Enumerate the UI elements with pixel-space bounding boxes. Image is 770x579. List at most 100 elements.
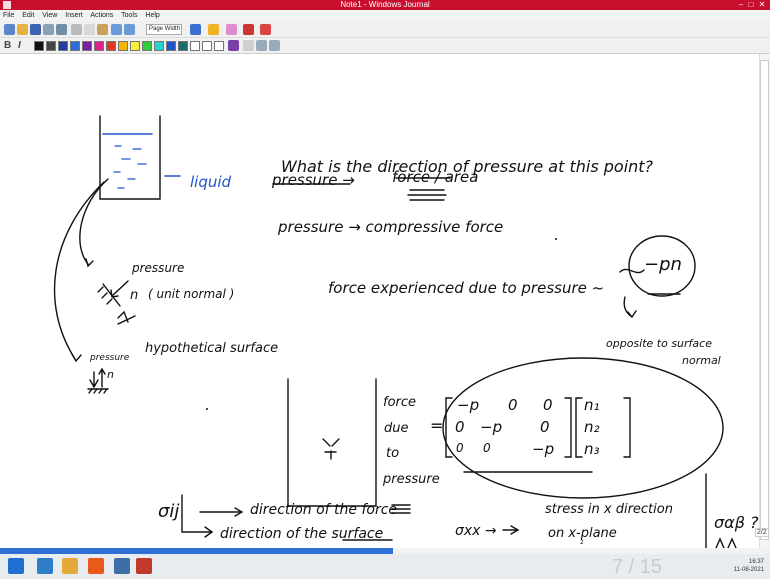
standard-toolbar: Page Width [0, 21, 770, 38]
color-swatch-white-2[interactable] [202, 41, 212, 51]
color-swatch-navy[interactable] [58, 41, 68, 51]
menu-view[interactable]: View [42, 12, 58, 19]
note-canvas[interactable] [0, 54, 770, 548]
bold-button[interactable]: B [4, 40, 12, 51]
cut-icon[interactable] [71, 24, 82, 35]
menu-actions[interactable]: Actions [90, 12, 114, 19]
print-icon[interactable] [43, 24, 54, 35]
arc-to-surface [79, 178, 109, 265]
lecture-progress-bar [0, 548, 393, 554]
menu-tools[interactable]: Tools [121, 12, 138, 19]
slide-counter: 7 / 15 [612, 556, 663, 578]
pn-circle [628, 235, 696, 297]
lasso-select-icon[interactable] [243, 24, 254, 35]
force-due-3: to [386, 446, 400, 461]
color-swatch-blue[interactable] [70, 41, 80, 51]
matrix-cell: 0 [540, 418, 550, 436]
color-swatch-cyan[interactable] [154, 41, 164, 51]
menu-help[interactable]: Help [145, 12, 160, 19]
sigma-ij-label: σij [158, 501, 180, 522]
zoom-out-icon[interactable] [269, 40, 280, 51]
opposite-text-1: opposite to surface [606, 337, 712, 350]
menu-insert[interactable]: Insert [65, 12, 83, 19]
color-swatch-white-1[interactable] [190, 41, 200, 51]
start-icon[interactable] [8, 558, 24, 574]
color-swatch-orange[interactable] [118, 41, 128, 51]
color-swatch-purple[interactable] [82, 41, 92, 51]
color-swatch-green[interactable] [142, 41, 152, 51]
clock-date: 11-08-2021 [733, 567, 764, 573]
unit-normal-label: ( unit normal ) [148, 287, 235, 301]
color-swatch-pink[interactable] [94, 41, 104, 51]
media-player-icon[interactable] [88, 558, 104, 574]
zoom-select[interactable]: Page Width [146, 24, 182, 35]
italic-button[interactable]: I [18, 40, 21, 51]
stress-text-1: stress in x direction [545, 502, 673, 517]
color-swatch-yellow[interactable] [130, 41, 140, 51]
force-due-2: due [384, 421, 409, 436]
pressure-label-2: pressure [90, 353, 130, 363]
scroll-thumb[interactable] [760, 60, 769, 540]
force-due-4: pressure [383, 472, 440, 487]
close-button[interactable]: ✕ [758, 0, 766, 9]
new-note-icon[interactable] [4, 24, 15, 35]
zoom-in-icon[interactable] [256, 40, 267, 51]
eraser-icon[interactable] [226, 24, 237, 35]
pdf-reader-icon[interactable] [136, 558, 152, 574]
maximize-button[interactable]: □ [748, 0, 754, 9]
insert-space-icon[interactable] [260, 24, 271, 35]
journal-taskbar-icon[interactable] [114, 558, 130, 574]
system-tray: 16:37 11-08-2021 [734, 558, 764, 574]
force-due-1: force [383, 395, 417, 410]
beaker-outline [99, 115, 161, 200]
select-tool-icon[interactable] [243, 40, 254, 51]
undo-icon[interactable] [111, 24, 122, 35]
minimize-button[interactable]: – [738, 0, 744, 9]
color-swatch-gray[interactable] [46, 41, 56, 51]
save-icon[interactable] [30, 24, 41, 35]
highlighter-icon[interactable] [208, 24, 219, 35]
redo-icon[interactable] [124, 24, 135, 35]
n-label-2: n [107, 368, 114, 381]
matrix-cell: 0 [508, 396, 518, 414]
open-folder-icon[interactable] [17, 24, 28, 35]
menu-file[interactable]: File [3, 12, 15, 19]
pen-tool-icon[interactable] [190, 24, 201, 35]
search-icon[interactable] [56, 24, 67, 35]
explorer-icon[interactable] [37, 558, 53, 574]
color-swatch-royal[interactable] [166, 41, 176, 51]
pressure-arrow [111, 280, 129, 297]
folder-icon[interactable] [62, 558, 78, 574]
matrix-cell: 0 [455, 418, 465, 436]
matrix-ellipse [442, 357, 724, 499]
page-small-number: 2 [580, 539, 584, 546]
stress-text-2: on x-plane [548, 526, 617, 541]
vector-cell: n₁ [584, 396, 600, 414]
hypothetical-label: hypothetical surface [145, 341, 279, 356]
n-label: n [130, 288, 139, 303]
color-swatch-red[interactable] [106, 41, 116, 51]
container-outline [287, 378, 377, 507]
sigma-xx-label: σxx → [455, 523, 497, 539]
lecture-progress-track [393, 548, 770, 554]
title-bar: Note1 - Windows Journal – □ ✕ [0, 0, 770, 10]
pen-toolbar: B I [0, 38, 770, 54]
clock-time: 16:37 [748, 559, 764, 565]
eq1-right: force / area [392, 168, 479, 186]
question-text: What is the direction of pressure at thi… [281, 157, 654, 176]
handwriting-layer [53, 115, 737, 548]
copy-icon[interactable] [84, 24, 95, 35]
liquid-label: liquid [190, 173, 232, 191]
eq1-left: pressure → [272, 171, 355, 189]
menu-edit[interactable]: Edit [22, 12, 35, 19]
pen-cursor-dots [206, 238, 557, 410]
pressure-label-1: pressure [132, 261, 185, 275]
paste-icon[interactable] [97, 24, 108, 35]
opposite-text-2: normal [682, 354, 721, 367]
arc-to-bottom [53, 181, 105, 360]
color-swatch-teal[interactable] [178, 41, 188, 51]
color-swatch-black[interactable] [34, 41, 44, 51]
color-swatch-white-3[interactable] [214, 41, 224, 51]
pen-width-icon[interactable] [228, 40, 239, 51]
matrix-cell: −p [480, 418, 503, 436]
